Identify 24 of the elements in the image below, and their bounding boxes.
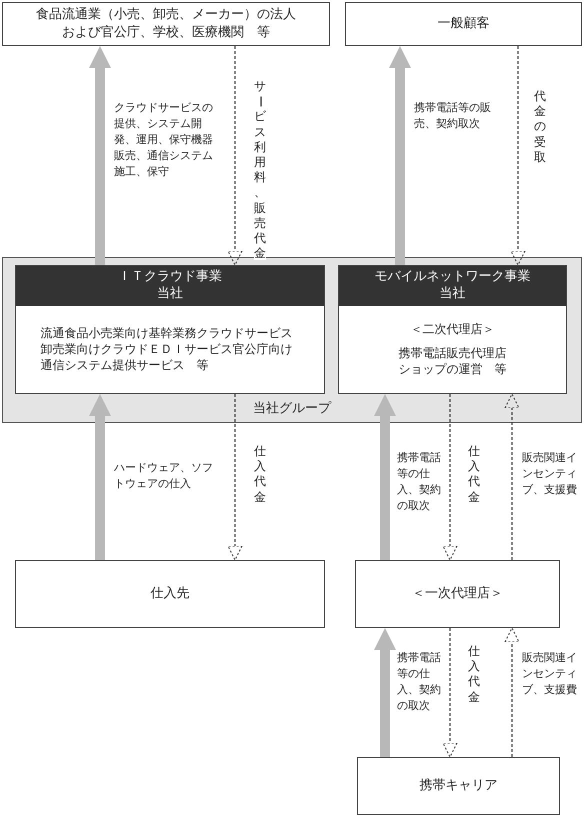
business-text: 携帯電話販売代理店ショップの運営 等	[398, 345, 508, 378]
entity-box	[357, 757, 560, 815]
entity-label: 食品流通業（小売、卸売、メーカー）の法人および官公庁、学校、医療機関 等	[34, 6, 297, 42]
entity-box	[2, 2, 330, 46]
entity-label: 仕入先	[150, 585, 190, 603]
business-box	[338, 265, 567, 394]
edge-label: 仕入代金	[468, 645, 480, 704]
entity-label: ＜一次代理店＞	[412, 585, 503, 603]
business-text: 流通食品小売業向け基幹業務クラウドサービス卸売業向けクラウドＥＤＩサービス官公庁向け通信システム提供サービス 等	[40, 325, 294, 374]
entity-label: 携帯キャリア	[420, 777, 498, 795]
entity-box	[15, 560, 325, 628]
business-heading: モバイルネットワーク事業当社	[339, 266, 566, 306]
entity-label: 一般顧客	[438, 15, 490, 33]
business-heading: ＩＴクラウド事業当社	[16, 266, 324, 306]
entity-box	[345, 2, 582, 46]
group-panel	[2, 257, 582, 423]
group-label: 当社グループ	[252, 400, 332, 418]
business-text: ＜二次代理店＞	[410, 321, 494, 338]
edge-label: 仕入代金	[254, 445, 266, 504]
edge-label: サービス利用料、販売代金	[254, 80, 266, 260]
edge-label: 代金の受取	[534, 90, 546, 164]
business-box	[15, 265, 325, 394]
entity-box	[355, 560, 560, 628]
edge-label: 仕入代金	[468, 445, 480, 504]
